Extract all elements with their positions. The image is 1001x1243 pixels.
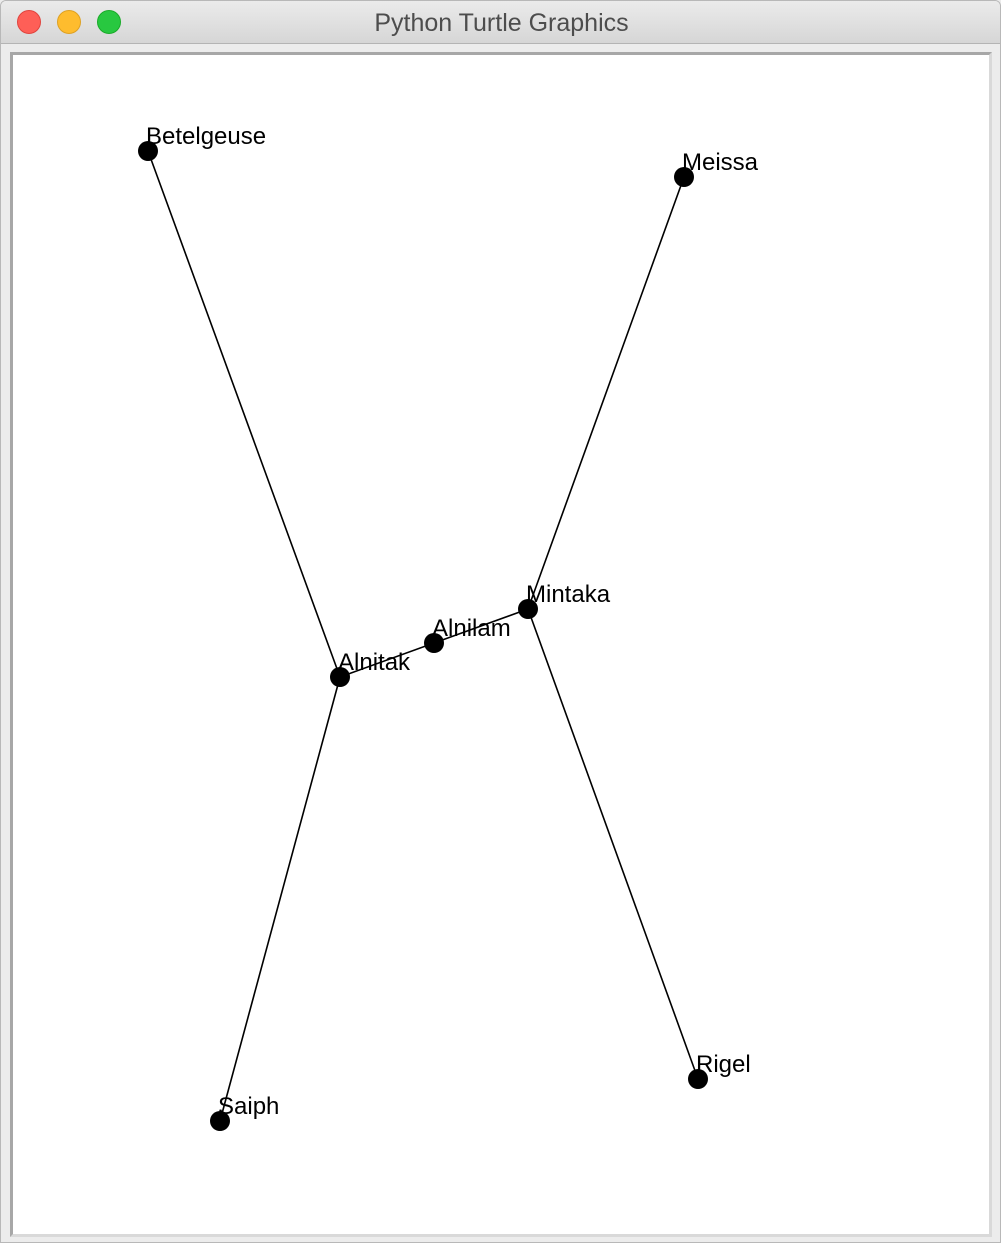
star-labels: BetelgeuseMeissaMintakaAlnilamAlnitakRig…: [146, 123, 759, 1120]
star-alnitak: [330, 667, 350, 687]
line-alnitak-saiph: [219, 676, 341, 1122]
star-label-saiph: Saiph: [218, 1093, 279, 1120]
line-mintaka-rigel: [527, 608, 699, 1080]
window-title: Python Turtle Graphics: [374, 9, 629, 37]
star-betelgeuse: [138, 141, 158, 161]
line-betelgeuse-alnitak: [147, 150, 341, 678]
close-window-button[interactable]: [17, 10, 41, 34]
star-mintaka: [518, 599, 538, 619]
star-saiph: [210, 1111, 230, 1131]
star-label-meissa: Meissa: [682, 149, 759, 176]
star-label-mintaka: Mintaka: [526, 581, 611, 608]
line-alnitak-alnilam: [339, 642, 435, 678]
star-label-betelgeuse: Betelgeuse: [146, 123, 266, 150]
connection-lines: [147, 150, 699, 1122]
line-alnilam-mintaka: [433, 608, 529, 644]
star-label-alnitak: Alnitak: [338, 649, 411, 676]
star-label-alnilam: Alnilam: [432, 615, 511, 642]
star-rigel: [688, 1069, 708, 1089]
title-bar[interactable]: Python Turtle Graphics: [1, 1, 1000, 44]
star-markers: [138, 141, 708, 1131]
star-meissa: [674, 167, 694, 187]
zoom-window-button[interactable]: [97, 10, 121, 34]
minimize-window-button[interactable]: [57, 10, 81, 34]
turtle-canvas[interactable]: [10, 52, 992, 1237]
line-mintaka-meissa: [527, 176, 685, 610]
star-alnilam: [424, 633, 444, 653]
star-label-rigel: Rigel: [696, 1051, 751, 1078]
